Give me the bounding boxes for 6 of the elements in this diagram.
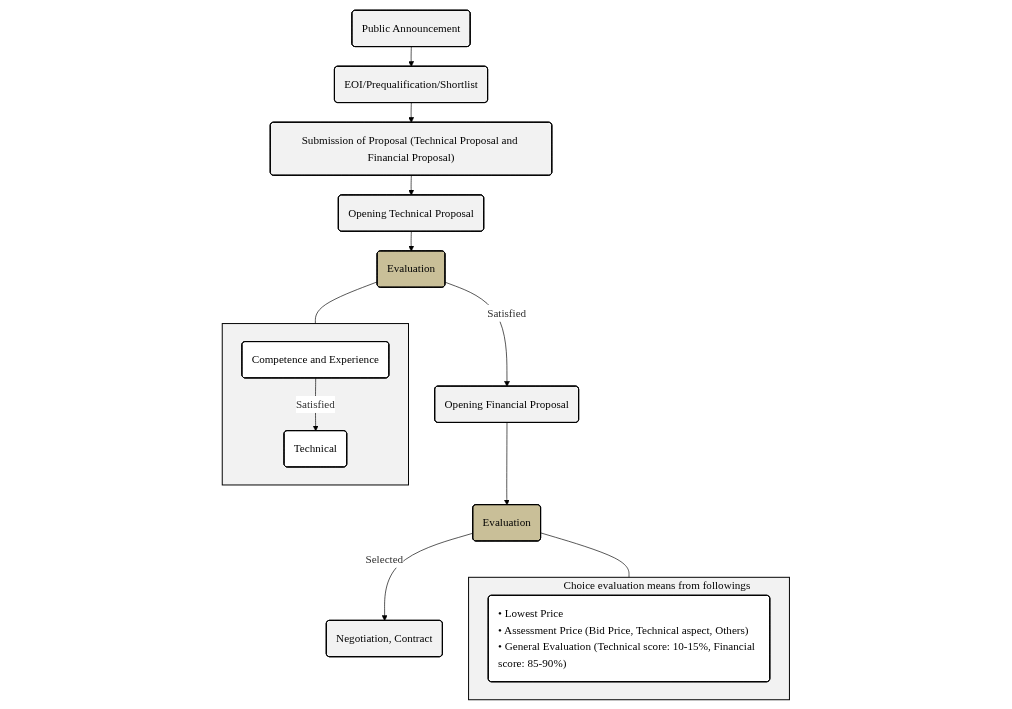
connector bbox=[315, 281, 378, 324]
edge-label: Selected bbox=[365, 552, 404, 565]
edge-label: Satisfied bbox=[296, 397, 336, 410]
edge-label: Satisfied bbox=[487, 306, 527, 319]
cluster bbox=[221, 322, 410, 485]
connector bbox=[540, 532, 630, 578]
